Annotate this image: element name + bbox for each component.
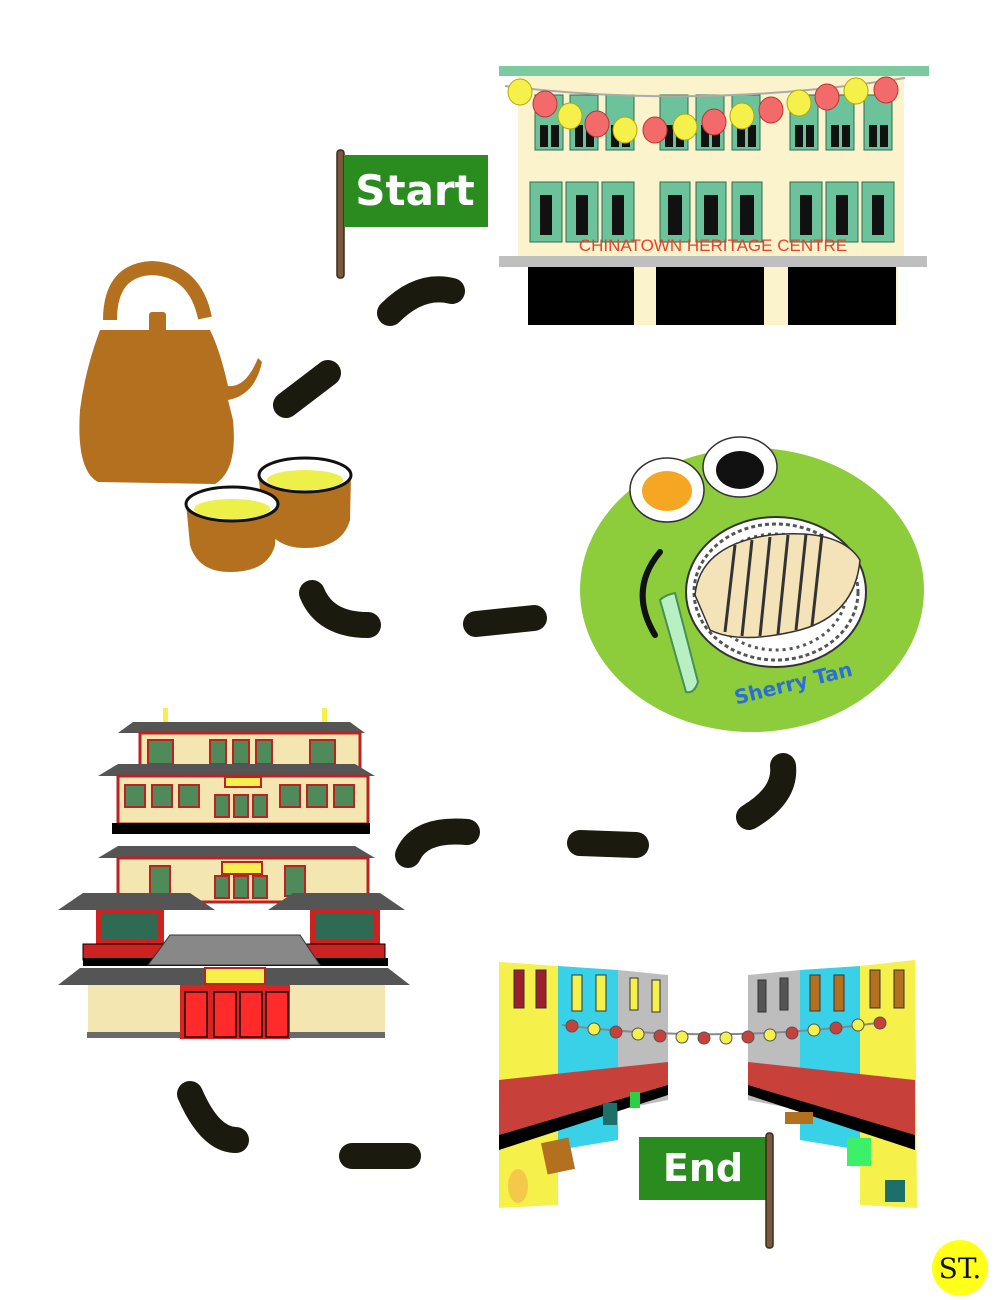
path-dash <box>299 580 381 638</box>
start-label: Start <box>355 166 474 215</box>
heritage-centre-icon: CHINATOWN HERITAGE CENTRE <box>499 66 929 325</box>
flag-banner <box>344 155 488 227</box>
path-dash <box>177 1081 249 1153</box>
end-label: End <box>663 1146 743 1190</box>
path-dash <box>736 753 797 830</box>
street-lanterns <box>565 1016 887 1045</box>
signature-badge: ST. <box>932 1240 988 1296</box>
flag-pole <box>336 149 345 279</box>
path-dash <box>377 276 465 326</box>
chinatown-street-icon <box>499 960 917 1208</box>
path-dash <box>273 360 341 418</box>
path-dash <box>463 605 547 637</box>
end-flag: End <box>639 1132 774 1249</box>
path-dash <box>395 818 480 868</box>
heritage-centre-sign: CHINATOWN HERITAGE CENTRE <box>579 236 847 255</box>
teapot-icon <box>79 260 262 484</box>
badge-label: ST. <box>939 1252 982 1285</box>
start-flag: Start <box>336 149 488 279</box>
buddha-tooth-temple-icon <box>58 708 410 1039</box>
tea-cups-icon <box>184 456 353 572</box>
lower-shutters <box>529 181 895 243</box>
path-dash <box>567 830 649 858</box>
lanterns <box>507 76 899 144</box>
flag-pole <box>765 1132 774 1249</box>
chicken-rice-plate-icon: Sherry Tan <box>580 436 924 732</box>
route-path <box>177 276 797 1169</box>
flag-banner <box>639 1137 767 1200</box>
